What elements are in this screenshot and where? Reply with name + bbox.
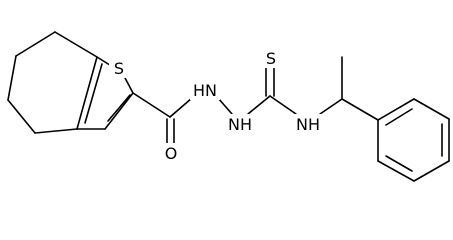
- bond-c4-c5: [7, 99, 36, 134]
- bond-c3-c4: [7, 55, 17, 101]
- bond-c3-c2-double: [107, 94, 131, 122]
- bond-ph-4: [413, 160, 450, 182]
- cycloheptane-ring: [7, 31, 98, 134]
- bond-n-n: [217, 97, 233, 115]
- bond-ch-phenyl: [341, 98, 379, 121]
- bond-carbonyl-n: [169, 97, 193, 118]
- structure-canvas: S O HN NH S NH: [7, 31, 450, 182]
- amine-nh-label: NH: [296, 115, 320, 134]
- molecule-diagram: S O HN NH S NH: [7, 31, 450, 182]
- methyl-branch: [341, 56, 379, 121]
- bond-n-thiocarbonyl: [247, 95, 271, 115]
- bond-ph-2: [413, 98, 450, 120]
- bond-thiocarbonyl-n: [269, 95, 297, 115]
- bond-c1-c2: [54, 31, 98, 58]
- hydrazine-nh-label: NH: [228, 115, 252, 134]
- bond-fused-single: [76, 56, 98, 130]
- ring-sulfur-label: S: [114, 59, 124, 78]
- bond-fused-double: [84, 63, 103, 124]
- thione-sulfur-label: S: [266, 49, 276, 68]
- carbonyl-group: [132, 92, 193, 144]
- bond-ph-1: [377, 98, 415, 121]
- bond-ph-inner-3: [385, 155, 413, 172]
- hydrazide-nh-label: HN: [193, 81, 217, 100]
- bond-ph-5: [377, 160, 415, 182]
- bond-c5-c6: [34, 128, 78, 134]
- bond-n-ch: [319, 98, 343, 115]
- atom-labels: S O HN NH S NH: [109, 48, 323, 163]
- phenyl-ring: [377, 98, 450, 182]
- bond-c3-c2: [104, 92, 134, 130]
- carbonyl-oxygen-label: O: [165, 144, 178, 163]
- thiourea-chain: [217, 67, 343, 115]
- thiophene-ring: [76, 56, 134, 130]
- bond-c2-s: [123, 75, 134, 94]
- bond-ph-inner-1: [385, 108, 413, 126]
- bond-c2-carbonyl: [132, 92, 171, 118]
- bond-c2-c3: [15, 31, 56, 57]
